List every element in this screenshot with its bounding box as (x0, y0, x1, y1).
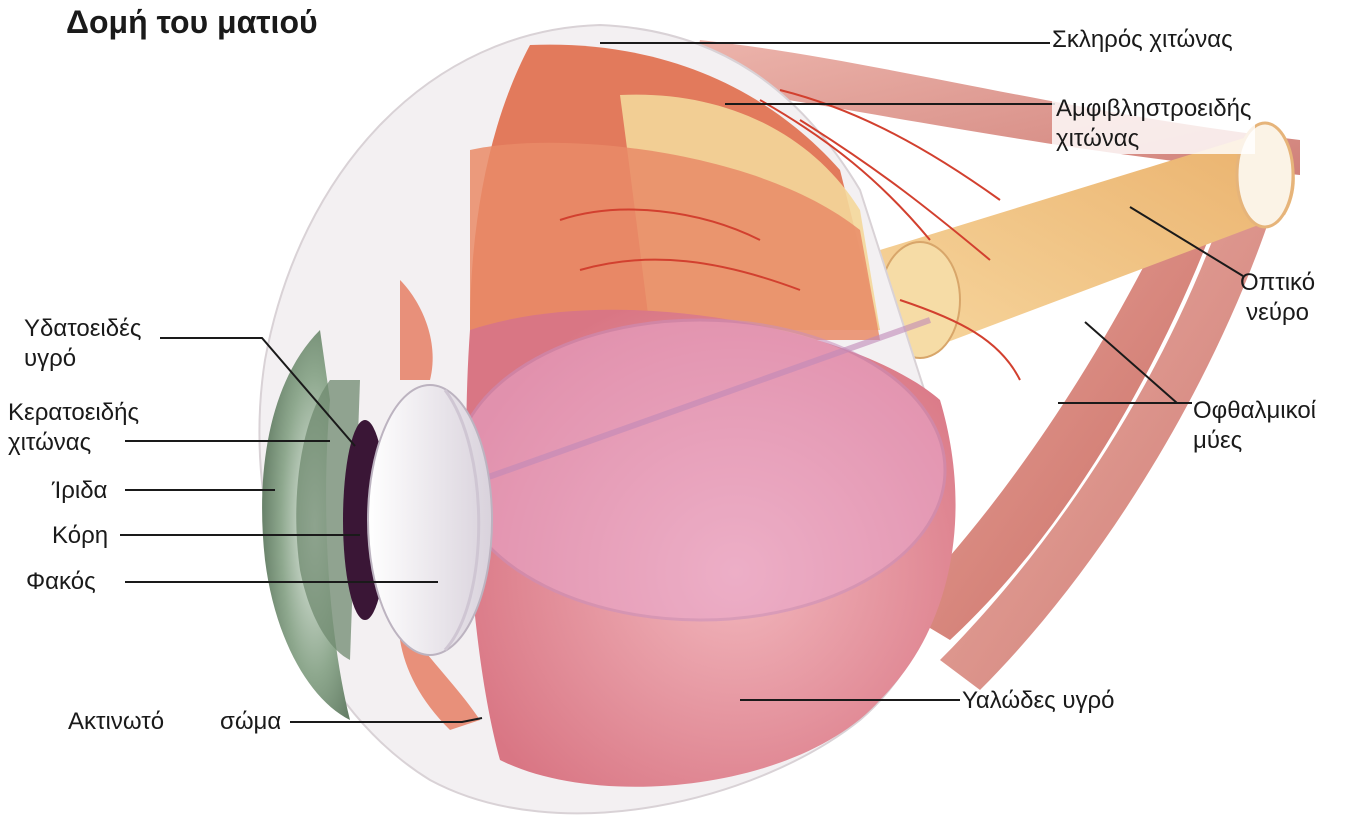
page-title: Δομή του ματιού (66, 4, 318, 41)
label-cornea: Κερατοειδής χιτώνας (8, 398, 139, 458)
label-lens-text: Φακός (26, 567, 96, 597)
label-ciliary-text1: Ακτινωτό (68, 707, 164, 737)
label-pupil: Κόρη (52, 521, 108, 551)
label-vitreous-text: Υαλώδες υγρό (962, 686, 1115, 716)
label-retina-line1: Αμφιβληστροειδής (1056, 94, 1251, 124)
label-aqueous-line1: Υδατοειδές (24, 314, 141, 344)
label-aqueous-line2: υγρό (24, 344, 141, 374)
label-optic-nerve-line1: Οπτικό (1240, 268, 1315, 298)
label-retina: Αμφιβληστροειδής χιτώνας (1052, 94, 1255, 154)
label-cornea-line2: χιτώνας (8, 428, 139, 458)
label-sclera: Σκληρός χιτώνας (1052, 25, 1233, 55)
label-aqueous: Υδατοειδές υγρό (24, 314, 141, 374)
label-lens: Φακός (26, 567, 96, 597)
label-pupil-text: Κόρη (52, 521, 108, 551)
label-iris: Ίριδα (52, 476, 107, 506)
label-optic-nerve: Οπτικό νεύρο (1240, 268, 1315, 328)
label-vitreous: Υαλώδες υγρό (962, 686, 1115, 716)
label-cornea-line1: Κερατοειδής (8, 398, 139, 428)
label-optic-nerve-line2: νεύρο (1240, 298, 1315, 328)
lens (368, 385, 492, 655)
label-ciliary-word1: Ακτινωτό (68, 707, 164, 737)
label-ciliary-text2: σώμα (220, 707, 281, 737)
label-muscles-line1: Οφθαλμικοί (1193, 396, 1316, 426)
label-ciliary-word2: σώμα (220, 707, 281, 737)
label-sclera-text: Σκληρός χιτώνας (1052, 25, 1233, 55)
label-iris-text: Ίριδα (52, 476, 107, 506)
label-muscles: Οφθαλμικοί μύες (1193, 396, 1316, 456)
label-muscles-line2: μύες (1193, 426, 1316, 456)
vitreous-disc (455, 320, 945, 620)
label-retina-line2: χιτώνας (1056, 124, 1251, 154)
